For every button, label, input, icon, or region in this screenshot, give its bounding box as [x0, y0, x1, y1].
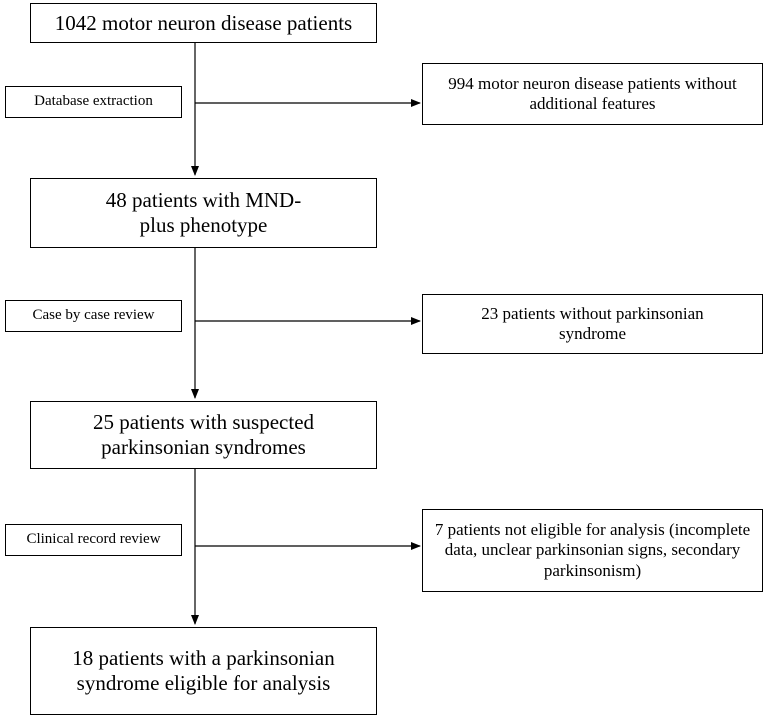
- main-step-2-text: 48 patients with MND-plus phenotype: [105, 188, 302, 237]
- review-step-clinical-record: Clinical record review: [5, 524, 182, 556]
- main-step-1: 1042 motor neuron disease patients: [30, 3, 377, 43]
- excluded-box-1-text: 994 motor neuron disease patients withou…: [448, 73, 737, 113]
- excluded-box-2-text: 23 patients without parkinsonian syndrom…: [481, 303, 704, 343]
- review-step-3-text: Clinical record review: [26, 531, 161, 548]
- review-step-2-text: Case by case review: [32, 307, 155, 324]
- main-step-4-text: 18 patients with a parkinsonian syndrome…: [72, 646, 335, 695]
- excluded-box-3-text: 7 patients not eligible for analysis (in…: [434, 520, 751, 580]
- review-step-case-by-case: Case by case review: [5, 300, 182, 332]
- review-step-1-text: Database extraction: [34, 93, 153, 110]
- main-step-4: 18 patients with a parkinsonian syndrome…: [30, 627, 377, 715]
- main-step-2: 48 patients with MND-plus phenotype: [30, 178, 377, 248]
- excluded-box-3: 7 patients not eligible for analysis (in…: [422, 509, 763, 592]
- main-step-1-text: 1042 motor neuron disease patients: [54, 10, 353, 35]
- main-step-3: 25 patients with suspected parkinsonian …: [30, 401, 377, 469]
- main-step-3-text: 25 patients with suspected parkinsonian …: [92, 410, 315, 459]
- review-step-database-extraction: Database extraction: [5, 86, 182, 118]
- excluded-box-2: 23 patients without parkinsonian syndrom…: [422, 294, 763, 354]
- excluded-box-1: 994 motor neuron disease patients withou…: [422, 63, 763, 125]
